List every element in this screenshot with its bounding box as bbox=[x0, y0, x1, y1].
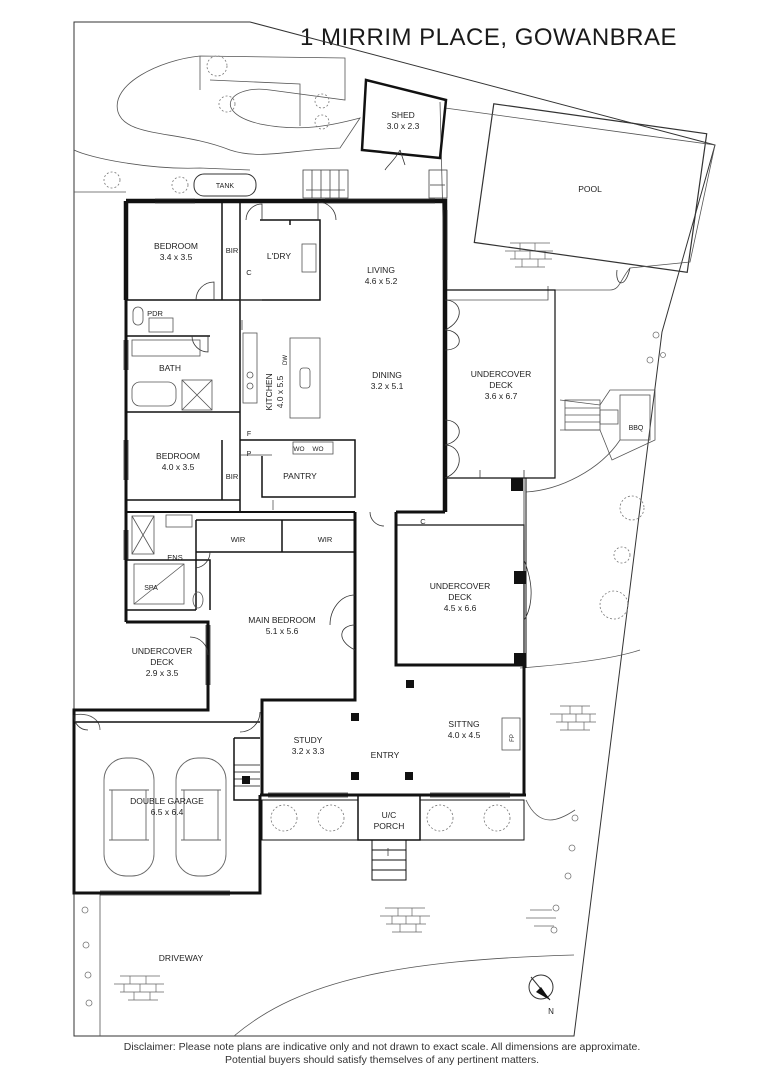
shed-door bbox=[384, 149, 406, 171]
water-tank bbox=[193, 173, 257, 197]
sitting-label: SITTNG bbox=[448, 719, 479, 729]
driveway-label: DRIVEWAY bbox=[159, 953, 204, 963]
laundry-label: L'DRY bbox=[267, 251, 291, 261]
back-stairs bbox=[302, 169, 448, 199]
compass-icon bbox=[528, 974, 554, 1001]
main-bedroom-size: 5.1 x 5.6 bbox=[266, 626, 299, 636]
house-walls bbox=[72, 198, 556, 895]
shed-outline bbox=[360, 78, 448, 160]
wo1-label: WO bbox=[293, 446, 304, 453]
pool-outline bbox=[473, 103, 708, 274]
shed-label: SHED bbox=[391, 110, 415, 120]
landscaping bbox=[73, 55, 656, 1037]
spa-label: SPA bbox=[144, 585, 158, 592]
windows bbox=[100, 198, 510, 896]
direction-arrows bbox=[240, 184, 481, 856]
garage-label: DOUBLE GARAGE bbox=[130, 796, 204, 806]
living-size: 4.6 x 5.2 bbox=[365, 276, 398, 286]
pantry-label: PANTRY bbox=[283, 471, 317, 481]
garden-plants bbox=[103, 55, 645, 832]
living-label: LIVING bbox=[367, 265, 395, 275]
tank-label: TANK bbox=[216, 183, 234, 190]
deck3-label: UNDERCOVER bbox=[132, 646, 192, 656]
bir2-label: BIR bbox=[226, 472, 239, 481]
deck1-label: UNDERCOVER bbox=[471, 369, 531, 379]
deck2-label2: DECK bbox=[448, 592, 472, 602]
bedroom2-size: 4.0 x 3.5 bbox=[162, 462, 195, 472]
posts bbox=[242, 478, 526, 784]
bbq-label: BBQ bbox=[629, 425, 644, 432]
bath-label: BATH bbox=[159, 363, 181, 373]
cupboard2-label: C bbox=[420, 517, 426, 526]
site-boundary bbox=[73, 21, 716, 1037]
porch-label2: PORCH bbox=[374, 821, 405, 831]
fridge-label: F bbox=[247, 431, 251, 438]
plan-title: 1 MIRRIM PLACE, GOWANBRAE bbox=[300, 24, 677, 51]
wir2-label: WIR bbox=[318, 535, 333, 544]
bir1-label: BIR bbox=[226, 246, 239, 255]
wir1-label: WIR bbox=[231, 535, 246, 544]
disclaimer-line1: Disclaimer: Please note plans are indica… bbox=[123, 1041, 641, 1053]
pool-surround bbox=[444, 107, 716, 291]
pdr-label: PDR bbox=[147, 309, 163, 318]
door-swings bbox=[73, 201, 631, 733]
deck3-size: 2.9 x 3.5 bbox=[146, 668, 179, 678]
deck1-label2: DECK bbox=[489, 380, 513, 390]
pool-label: POOL bbox=[578, 184, 602, 194]
brick-patterns bbox=[114, 242, 596, 1001]
main-bedroom-label: MAIN BEDROOM bbox=[248, 615, 316, 625]
study-size: 3.2 x 3.3 bbox=[292, 746, 325, 756]
dining-size: 3.2 x 5.1 bbox=[371, 381, 404, 391]
ens-label: ENS bbox=[167, 553, 182, 562]
kitchen-size: 4.0 x 5.5 bbox=[275, 375, 285, 408]
deck1-size: 3.6 x 6.7 bbox=[485, 391, 518, 401]
bedroom2-label: BEDROOM bbox=[156, 451, 200, 461]
garage-cars bbox=[103, 757, 227, 877]
porch-label: U/C bbox=[382, 810, 397, 820]
fixtures bbox=[131, 243, 651, 751]
compass-label: N bbox=[548, 1007, 554, 1016]
fp-label: FP bbox=[510, 734, 516, 742]
sitting-size: 4.0 x 4.5 bbox=[448, 730, 481, 740]
garage-size: 6.5 x 6.4 bbox=[151, 807, 184, 817]
cupboard1-label: C bbox=[246, 268, 252, 277]
shed-size: 3.0 x 2.3 bbox=[387, 121, 420, 131]
dining-label: DINING bbox=[372, 370, 402, 380]
kitchen-label: KITCHEN bbox=[264, 373, 274, 410]
wo2-label: WO bbox=[312, 446, 323, 453]
bedroom1-size: 3.4 x 3.5 bbox=[160, 252, 193, 262]
bedroom1-label: BEDROOM bbox=[154, 241, 198, 251]
entry-label: ENTRY bbox=[371, 750, 400, 760]
study-label: STUDY bbox=[294, 735, 323, 745]
deck3-label2: DECK bbox=[150, 657, 174, 667]
deck2-size: 4.5 x 6.6 bbox=[444, 603, 477, 613]
dw-label: DW bbox=[283, 355, 289, 365]
pantry-p-label: P bbox=[247, 451, 252, 458]
garden-dots bbox=[81, 331, 666, 1007]
disclaimer-line2: Potential buyers should satisfy themselv… bbox=[225, 1054, 539, 1066]
floor-plan: SHED 3.0 x 2.3 TANK POOL BEDROOM 3.4 x 3… bbox=[72, 21, 716, 1037]
deck2-label: UNDERCOVER bbox=[430, 581, 490, 591]
